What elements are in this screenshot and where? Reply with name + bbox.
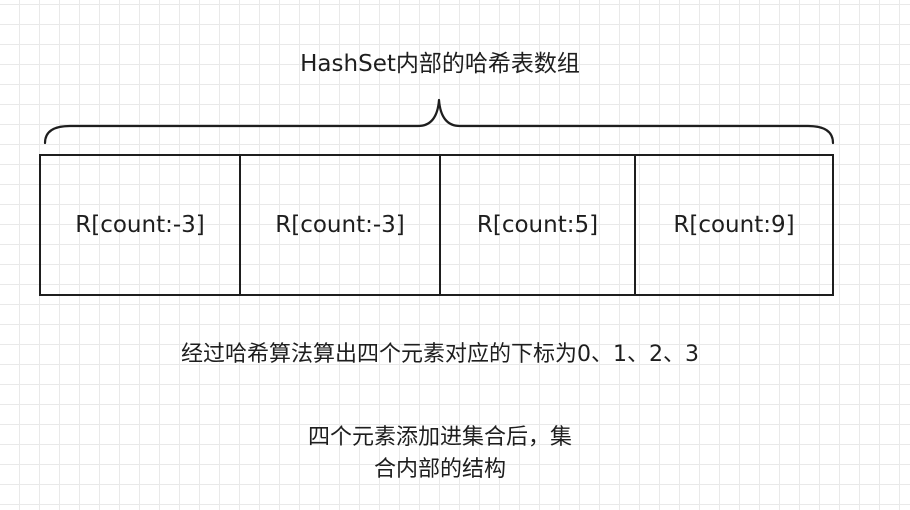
structure-note-line: 四个元素添加进集合后，集 bbox=[307, 425, 572, 450]
array-cell: R[count:-3] bbox=[241, 156, 441, 294]
structure-note-line: 合内部的结构 bbox=[373, 457, 506, 482]
structure-note: 四个元素添加进集合后，集 合内部的结构 bbox=[0, 422, 880, 486]
cell-label: R[count:5] bbox=[476, 212, 599, 238]
array-cell: R[count:5] bbox=[441, 156, 636, 294]
array-cell: R[count:9] bbox=[636, 156, 832, 294]
index-note: 经过哈希算法算出四个元素对应的下标为0、1、2、3 bbox=[181, 342, 699, 367]
hash-table-array: R[count:-3] R[count:-3] R[count:5] R[cou… bbox=[39, 154, 834, 296]
cell-label: R[count:9] bbox=[673, 212, 795, 238]
curly-brace bbox=[43, 98, 835, 145]
cell-label: R[count:-3] bbox=[275, 212, 405, 238]
diagram-title: HashSet内部的哈希表数组 bbox=[300, 51, 580, 77]
array-cell: R[count:-3] bbox=[41, 156, 241, 294]
cell-label: R[count:-3] bbox=[75, 212, 205, 238]
